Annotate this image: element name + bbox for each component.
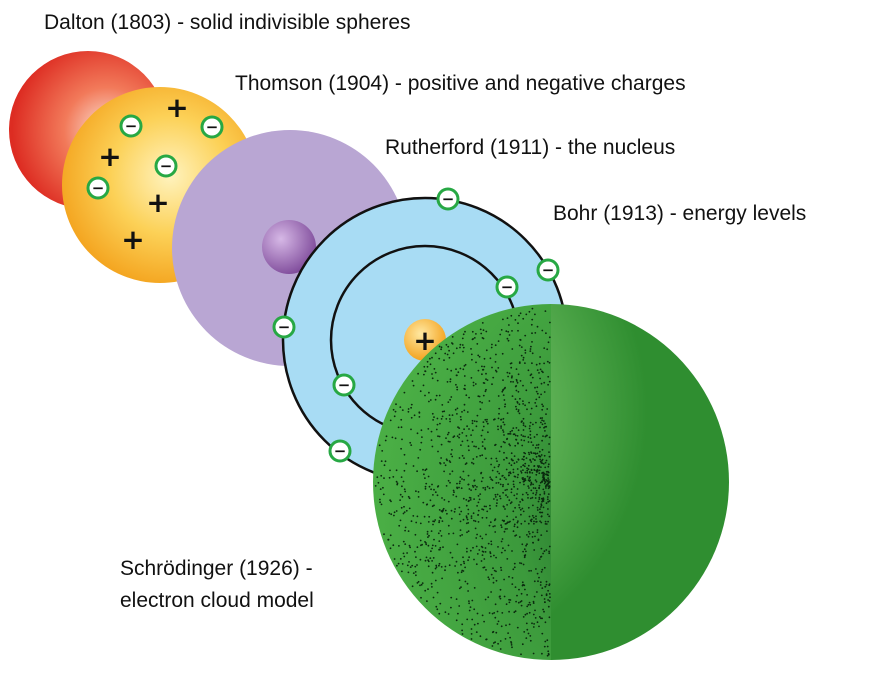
electron-icon: − xyxy=(200,115,224,139)
minus-charge: − xyxy=(338,376,351,394)
minus-charge: − xyxy=(501,278,514,296)
schrodinger-label: Schrödinger (1926) - electron cloud mode… xyxy=(120,553,314,617)
minus-charge: − xyxy=(92,179,105,197)
schrodinger-right-half xyxy=(551,304,729,660)
plus-charge: + xyxy=(413,324,436,357)
plus-charge: + xyxy=(98,140,121,173)
plus-charge: + xyxy=(121,223,144,256)
bohr-label: Bohr (1913) - energy levels xyxy=(553,202,807,225)
dalton-label: Dalton (1803) - solid indivisible sphere… xyxy=(44,11,411,34)
schrodinger-left-half xyxy=(373,304,551,660)
electron-icon: − xyxy=(436,187,460,211)
minus-charge: − xyxy=(278,318,291,336)
minus-charge: − xyxy=(542,261,555,279)
electron-icon: − xyxy=(272,315,296,339)
rutherford-nucleus xyxy=(262,220,316,274)
electron-icon: − xyxy=(495,275,519,299)
minus-charge: − xyxy=(334,442,347,460)
electron-icon: − xyxy=(328,439,352,463)
schrodinger-label-line2: electron cloud model xyxy=(120,589,314,612)
schrodinger-atom xyxy=(373,304,729,660)
minus-charge: − xyxy=(125,117,138,135)
minus-charge: − xyxy=(206,118,219,136)
electron-cloud-dots xyxy=(374,307,551,657)
minus-charge: − xyxy=(442,190,455,208)
rutherford-label: Rutherford (1911) - the nucleus xyxy=(385,136,676,159)
electron-icon: − xyxy=(154,154,178,178)
plus-charge: + xyxy=(146,186,169,219)
minus-charge: − xyxy=(160,157,173,175)
electron-icon: − xyxy=(119,114,143,138)
thomson-label: Thomson (1904) - positive and negative c… xyxy=(235,72,686,95)
electron-icon: − xyxy=(536,258,560,282)
electron-icon: − xyxy=(86,176,110,200)
schrodinger-label-line1: Schrödinger (1926) - xyxy=(120,557,313,580)
electron-icon: − xyxy=(332,373,356,397)
plus-charge: + xyxy=(165,91,188,124)
